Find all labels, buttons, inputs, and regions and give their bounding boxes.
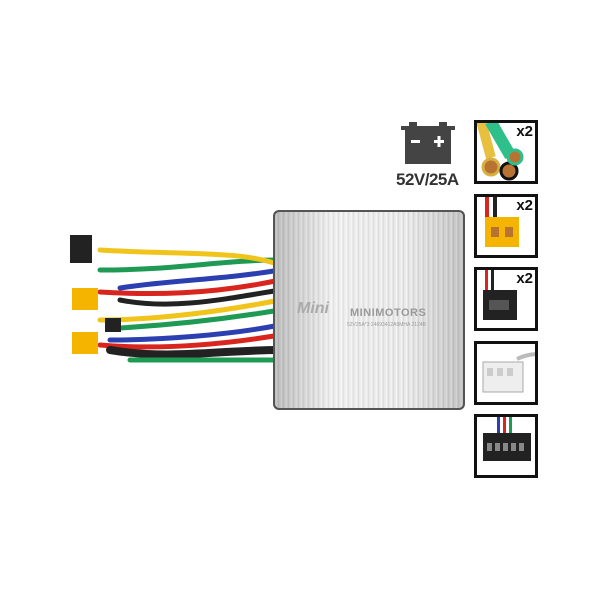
connector-black-multipin — [474, 414, 538, 478]
connector-sm: x2 — [474, 267, 538, 331]
controller-box: Mini MINIMOTORS 52V25A*3 24693412A9MHA 2… — [273, 210, 465, 410]
voltage-rating: 52V/25A — [396, 170, 459, 189]
quantity-label: x2 — [516, 270, 533, 287]
brand-label: MINIMOTORS — [350, 307, 427, 319]
wire — [97, 257, 283, 273]
wire — [117, 307, 283, 331]
connector-white-multipin — [474, 341, 538, 405]
connector-xt60: x2 — [474, 194, 538, 258]
wire — [106, 346, 284, 359]
wire — [107, 322, 283, 343]
wire — [97, 297, 283, 323]
wire — [117, 287, 283, 307]
quantity-label: x2 — [516, 123, 533, 140]
wire — [117, 267, 283, 291]
quantity-label: x2 — [516, 197, 533, 214]
connector-bullet: x2 — [474, 120, 538, 184]
sm-connector — [105, 318, 121, 332]
sm-connector — [70, 235, 92, 263]
xt60-connector — [72, 288, 98, 310]
wire-harness — [70, 235, 284, 363]
wire — [97, 277, 283, 297]
wire — [97, 247, 283, 268]
wire — [97, 332, 283, 350]
serial-label: 52V25A*3 24693412A9MHA 2124B — [347, 322, 426, 328]
battery-icon — [401, 122, 455, 164]
xt60-connector — [72, 332, 98, 354]
brand-logo: Mini — [297, 300, 329, 317]
